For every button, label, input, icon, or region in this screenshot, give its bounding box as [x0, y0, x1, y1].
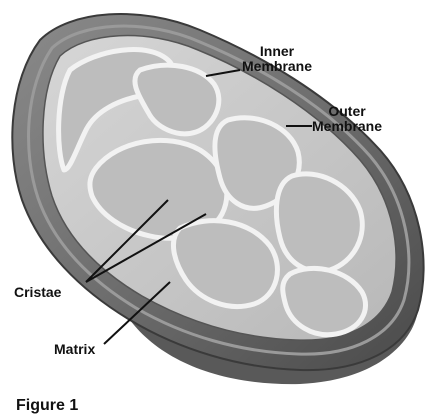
outer-membrane-label-line-1: Outer [312, 104, 382, 119]
outer-membrane-label: Outer Membrane [312, 104, 382, 133]
inner-membrane-label-line-1: Inner [242, 44, 312, 59]
inner-membrane-label-line-2: Membrane [242, 59, 312, 74]
matrix-label: Matrix [54, 342, 95, 357]
inner-membrane-label: Inner Membrane [242, 44, 312, 73]
figure-caption: Figure 1 [16, 398, 78, 415]
outer-membrane-label-line-2: Membrane [312, 119, 382, 134]
cristae-label: Cristae [14, 285, 61, 300]
